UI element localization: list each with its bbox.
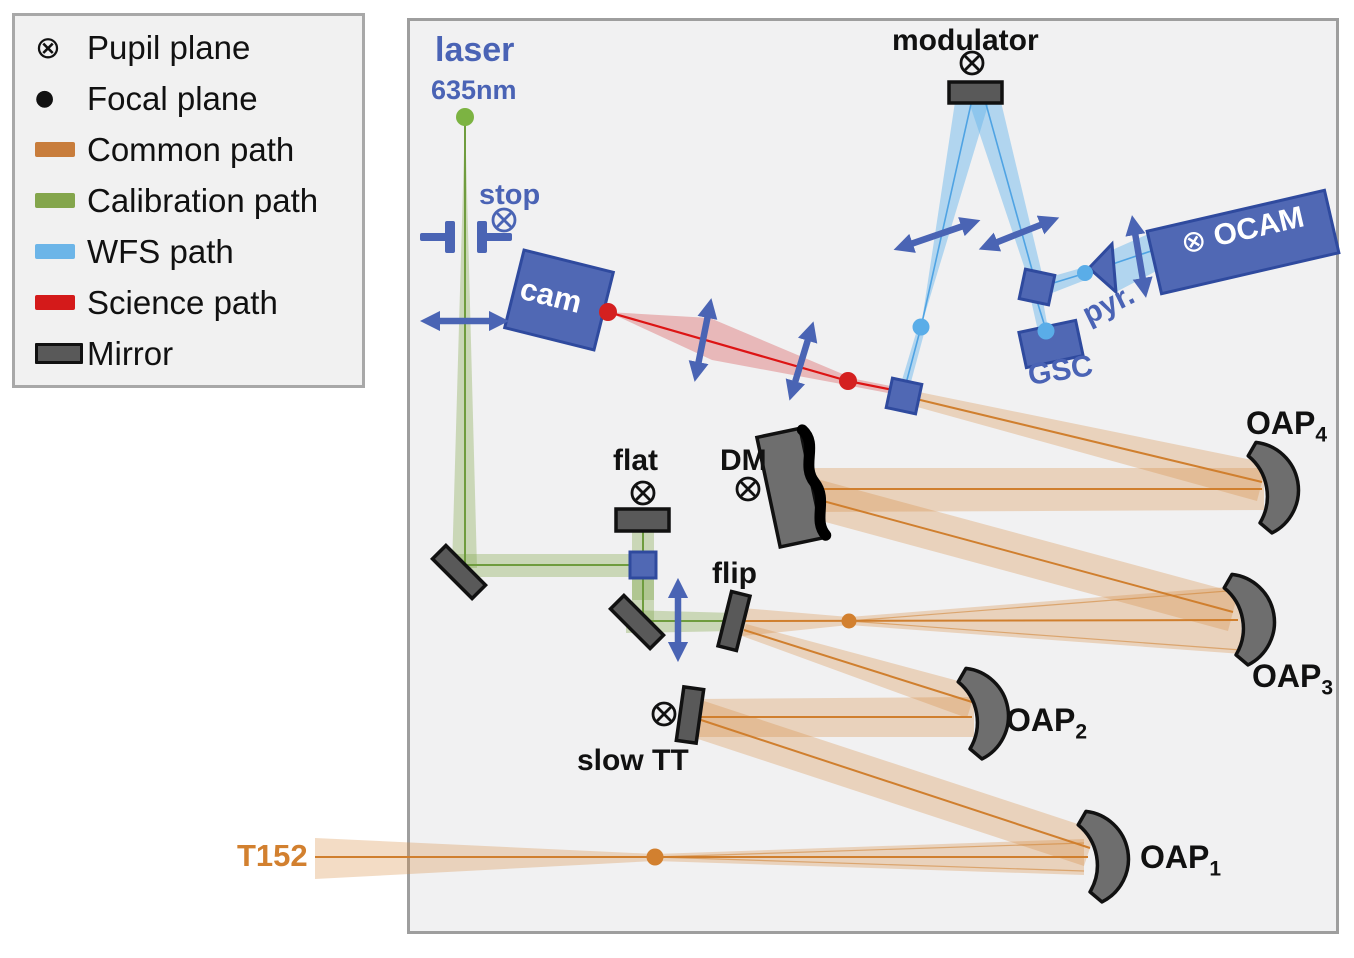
flip-mirror bbox=[715, 589, 753, 653]
science-path-swatch bbox=[35, 295, 75, 310]
oap4-label: OAP4 bbox=[1246, 405, 1328, 447]
pupil-marker-slow-tt bbox=[651, 701, 677, 727]
lens-science-1 bbox=[688, 298, 718, 382]
lens-wfs-left bbox=[893, 217, 981, 253]
pupil-plane-markers bbox=[491, 50, 985, 727]
lens-pyramid bbox=[1125, 215, 1153, 298]
flat-mirror bbox=[614, 507, 671, 533]
lens-science-2 bbox=[785, 321, 818, 401]
legend-label: Common path bbox=[87, 131, 295, 168]
ocam-body bbox=[1145, 188, 1341, 296]
mirror-swatch bbox=[35, 343, 83, 364]
stop-label: stop bbox=[479, 179, 541, 211]
focal-dot-common-flip bbox=[841, 613, 857, 629]
modulator-mirror bbox=[947, 80, 1004, 105]
legend-item-calibration-path: Calibration path bbox=[35, 175, 362, 226]
legend-label: Science path bbox=[87, 284, 278, 321]
focal-dot-science-mid bbox=[839, 372, 857, 390]
oap1-label: OAP1 bbox=[1140, 839, 1222, 881]
focal-dot-wfs-gsc bbox=[1037, 322, 1055, 340]
mirrors bbox=[430, 80, 1301, 904]
oap3-mirror bbox=[1222, 572, 1277, 667]
legend-label: Focal plane bbox=[87, 80, 258, 117]
beamsplitter-cube-1 bbox=[628, 550, 658, 580]
wfs-path-swatch bbox=[35, 244, 75, 259]
oap1-mirror bbox=[1076, 809, 1131, 904]
flat-label: flat bbox=[613, 444, 658, 477]
deformable-mirror bbox=[754, 424, 832, 550]
diagram-frame bbox=[407, 18, 1339, 934]
slow-tt-mirror bbox=[674, 684, 706, 746]
fold-mirror-1 bbox=[430, 543, 488, 601]
legend: ⊗ Pupil plane ● Focal plane Common path … bbox=[12, 13, 365, 388]
pupil-plane-icon: ⊗ bbox=[35, 29, 61, 66]
legend-label: Calibration path bbox=[87, 182, 319, 219]
legend-item-focal-plane: ● Focal plane bbox=[35, 73, 362, 124]
oap3-label: OAP3 bbox=[1252, 658, 1334, 700]
focal-points bbox=[456, 108, 1093, 866]
pupil-marker-flat bbox=[630, 480, 656, 506]
laser-source-dot bbox=[456, 108, 474, 126]
legend-label: Mirror bbox=[87, 335, 174, 372]
laser-wavelength-label: 635nm bbox=[431, 75, 517, 105]
oap2-label: OAP2 bbox=[1006, 702, 1088, 744]
dm-label: DM bbox=[720, 444, 767, 477]
focal-plane-icon: ● bbox=[35, 86, 55, 111]
pupil-marker-stop bbox=[491, 207, 517, 233]
focal-dot-wfs-pyramid bbox=[1077, 265, 1093, 281]
legend-item-pupil-plane: ⊗ Pupil plane bbox=[35, 22, 362, 73]
oap2-mirror bbox=[956, 666, 1011, 761]
legend-item-mirror: Mirror bbox=[35, 328, 362, 379]
common-path-beams bbox=[315, 391, 1267, 879]
legend-item-science-path: Science path bbox=[35, 277, 362, 328]
modulator-label: modulator bbox=[892, 24, 1039, 57]
beamsplitter-cube-2 bbox=[884, 376, 924, 416]
pyramid-prism bbox=[1086, 240, 1118, 296]
pupil-marker-modulator bbox=[959, 50, 985, 76]
legend-item-common-path: Common path bbox=[35, 124, 362, 175]
science-path-beams bbox=[607, 310, 904, 395]
common-path-swatch bbox=[35, 142, 75, 157]
lenses bbox=[419, 215, 1153, 663]
stop-aperture bbox=[420, 221, 512, 253]
focal-dot-wfs-1 bbox=[912, 318, 930, 336]
legend-item-wfs-path: WFS path bbox=[35, 226, 362, 277]
slow-tt-label: slow TT bbox=[577, 744, 689, 777]
beamsplitter-cube-3 bbox=[1017, 267, 1057, 307]
focal-dot-science-cam bbox=[599, 303, 617, 321]
oap4-mirror bbox=[1246, 440, 1301, 535]
fold-mirror-2 bbox=[608, 593, 666, 651]
calibration-path-beams bbox=[452, 117, 736, 633]
flip-label: flip bbox=[712, 557, 757, 590]
legend-label: WFS path bbox=[87, 233, 234, 270]
t152-label: T152 bbox=[237, 838, 308, 873]
calibration-path-swatch bbox=[35, 193, 75, 208]
laser-label: laser bbox=[435, 31, 515, 69]
focal-dot-common-t152 bbox=[646, 848, 664, 866]
legend-label: Pupil plane bbox=[87, 29, 251, 66]
blue-components bbox=[420, 188, 1341, 580]
pupil-marker-dm bbox=[735, 476, 761, 502]
lens-wfs-right bbox=[978, 215, 1060, 252]
